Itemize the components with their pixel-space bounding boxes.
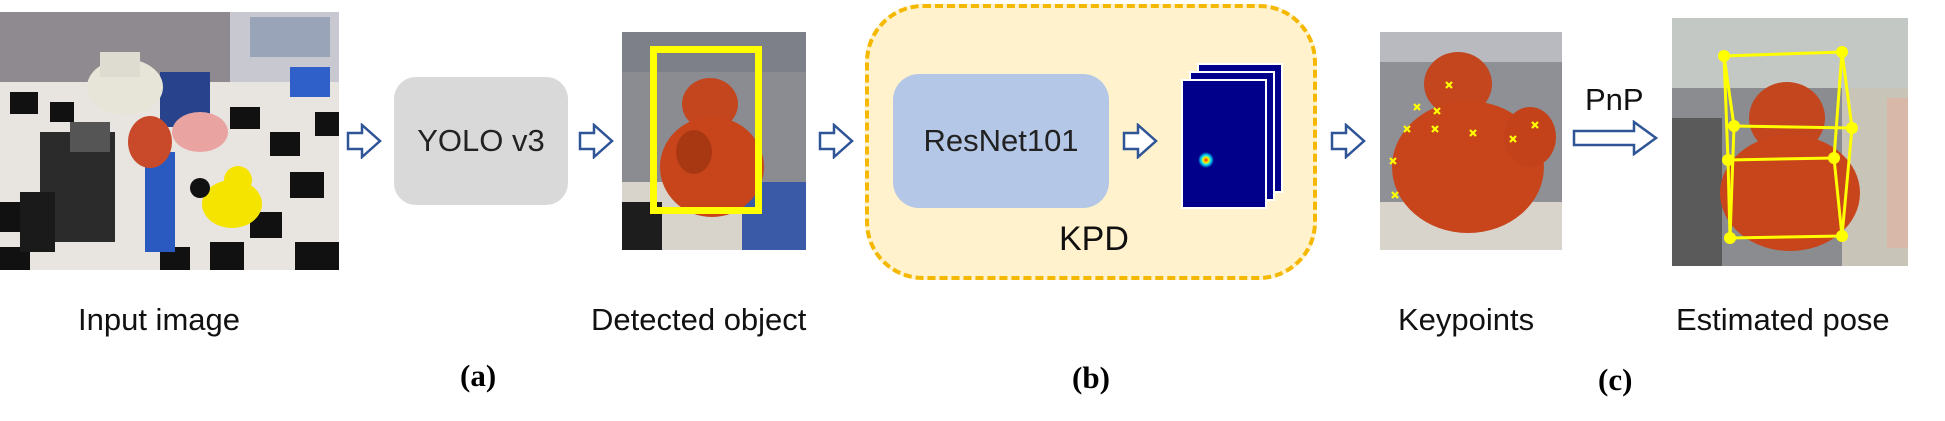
- yolo-v3-label: YOLO v3: [417, 123, 545, 158]
- resnet101-box: ResNet101: [893, 74, 1109, 208]
- kpd-label: KPD: [1059, 220, 1129, 258]
- keypoint-crosses: [1389, 81, 1539, 199]
- yolo-v3-box: YOLO v3: [394, 77, 568, 205]
- arrow-resnet-to-heatmaps: [1122, 123, 1158, 159]
- panel-label-a: (a): [460, 358, 497, 393]
- panel-label-b: (b): [1072, 360, 1110, 395]
- caption-estimated-pose: Estimated pose: [1676, 302, 1890, 337]
- arrow-yolo-to-detected: [578, 123, 614, 159]
- panel-label-c: (c): [1598, 362, 1633, 397]
- keypoints-photo: [1380, 32, 1562, 250]
- estimated-pose-photo: [1672, 18, 1908, 266]
- caption-detected-object: Detected object: [591, 302, 807, 337]
- pnp-label: PnP: [1585, 82, 1644, 117]
- resnet101-label: ResNet101: [923, 123, 1079, 158]
- heatmap-stack-icon: [1181, 63, 1283, 209]
- input-image-photo: [0, 12, 339, 270]
- arrow-keypoints-to-pose: [1572, 120, 1658, 156]
- detection-bounding-box: [650, 46, 762, 214]
- arrow-input-to-yolo: [346, 123, 382, 159]
- caption-input-image: Input image: [78, 302, 240, 337]
- arrow-kpd-to-keypoints: [1330, 123, 1366, 159]
- detected-object-photo: [622, 32, 806, 250]
- caption-keypoints: Keypoints: [1398, 302, 1535, 337]
- arrow-detected-to-kpd: [818, 123, 854, 159]
